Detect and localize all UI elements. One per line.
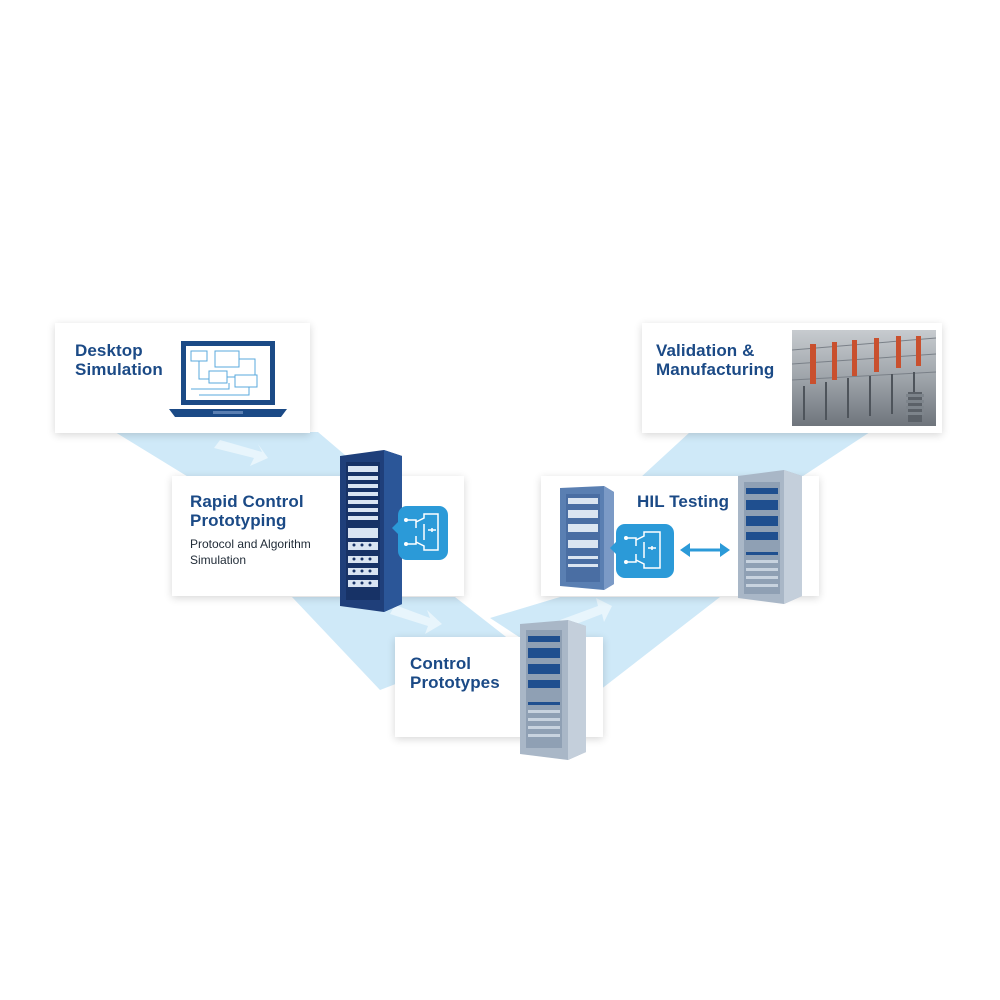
validation-title-line-2: Manufacturing: [656, 360, 775, 379]
desktop-title-line-1: Desktop: [75, 341, 143, 360]
rcp-title: Rapid Control Prototyping: [190, 492, 304, 530]
band-hil-to-validation: [640, 432, 870, 478]
control-prototypes-card: Control Prototypes: [395, 637, 603, 737]
rcp-subtitle-line-1: Protocol and Algorithm: [190, 537, 311, 551]
rcp-title-line-1: Rapid Control: [190, 492, 304, 511]
flow-arrow-2: [390, 605, 442, 634]
desktop-simulation-card: Desktop Simulation: [55, 323, 310, 433]
desktop-title-line-2: Simulation: [75, 360, 163, 379]
hil-title-text: HIL Testing: [637, 492, 730, 511]
rapid-control-prototyping-card: Rapid Control Prototyping Protocol and A…: [172, 476, 464, 596]
laptop-icon: [169, 341, 287, 417]
rcp-title-line-2: Prototyping: [190, 511, 287, 530]
validation-title: Validation & Manufacturing: [656, 341, 774, 379]
control-prototypes-title: Control Prototypes: [410, 654, 500, 692]
control-title-line-2: Prototypes: [410, 673, 500, 692]
desktop-simulation-title: Desktop Simulation: [75, 341, 163, 379]
substation-photo: [792, 330, 936, 426]
hil-testing-card: HIL Testing: [541, 476, 819, 596]
validation-manufacturing-card: Validation & Manufacturing: [642, 323, 942, 433]
flow-arrow-1: [214, 440, 268, 466]
hil-testing-title: HIL Testing: [637, 492, 729, 511]
control-title-line-1: Control: [410, 654, 472, 673]
validation-title-line-1: Validation &: [656, 341, 755, 360]
rcp-subtitle-line-2: Simulation: [190, 553, 247, 567]
rcp-subtitle: Protocol and Algorithm Simulation: [190, 536, 311, 568]
